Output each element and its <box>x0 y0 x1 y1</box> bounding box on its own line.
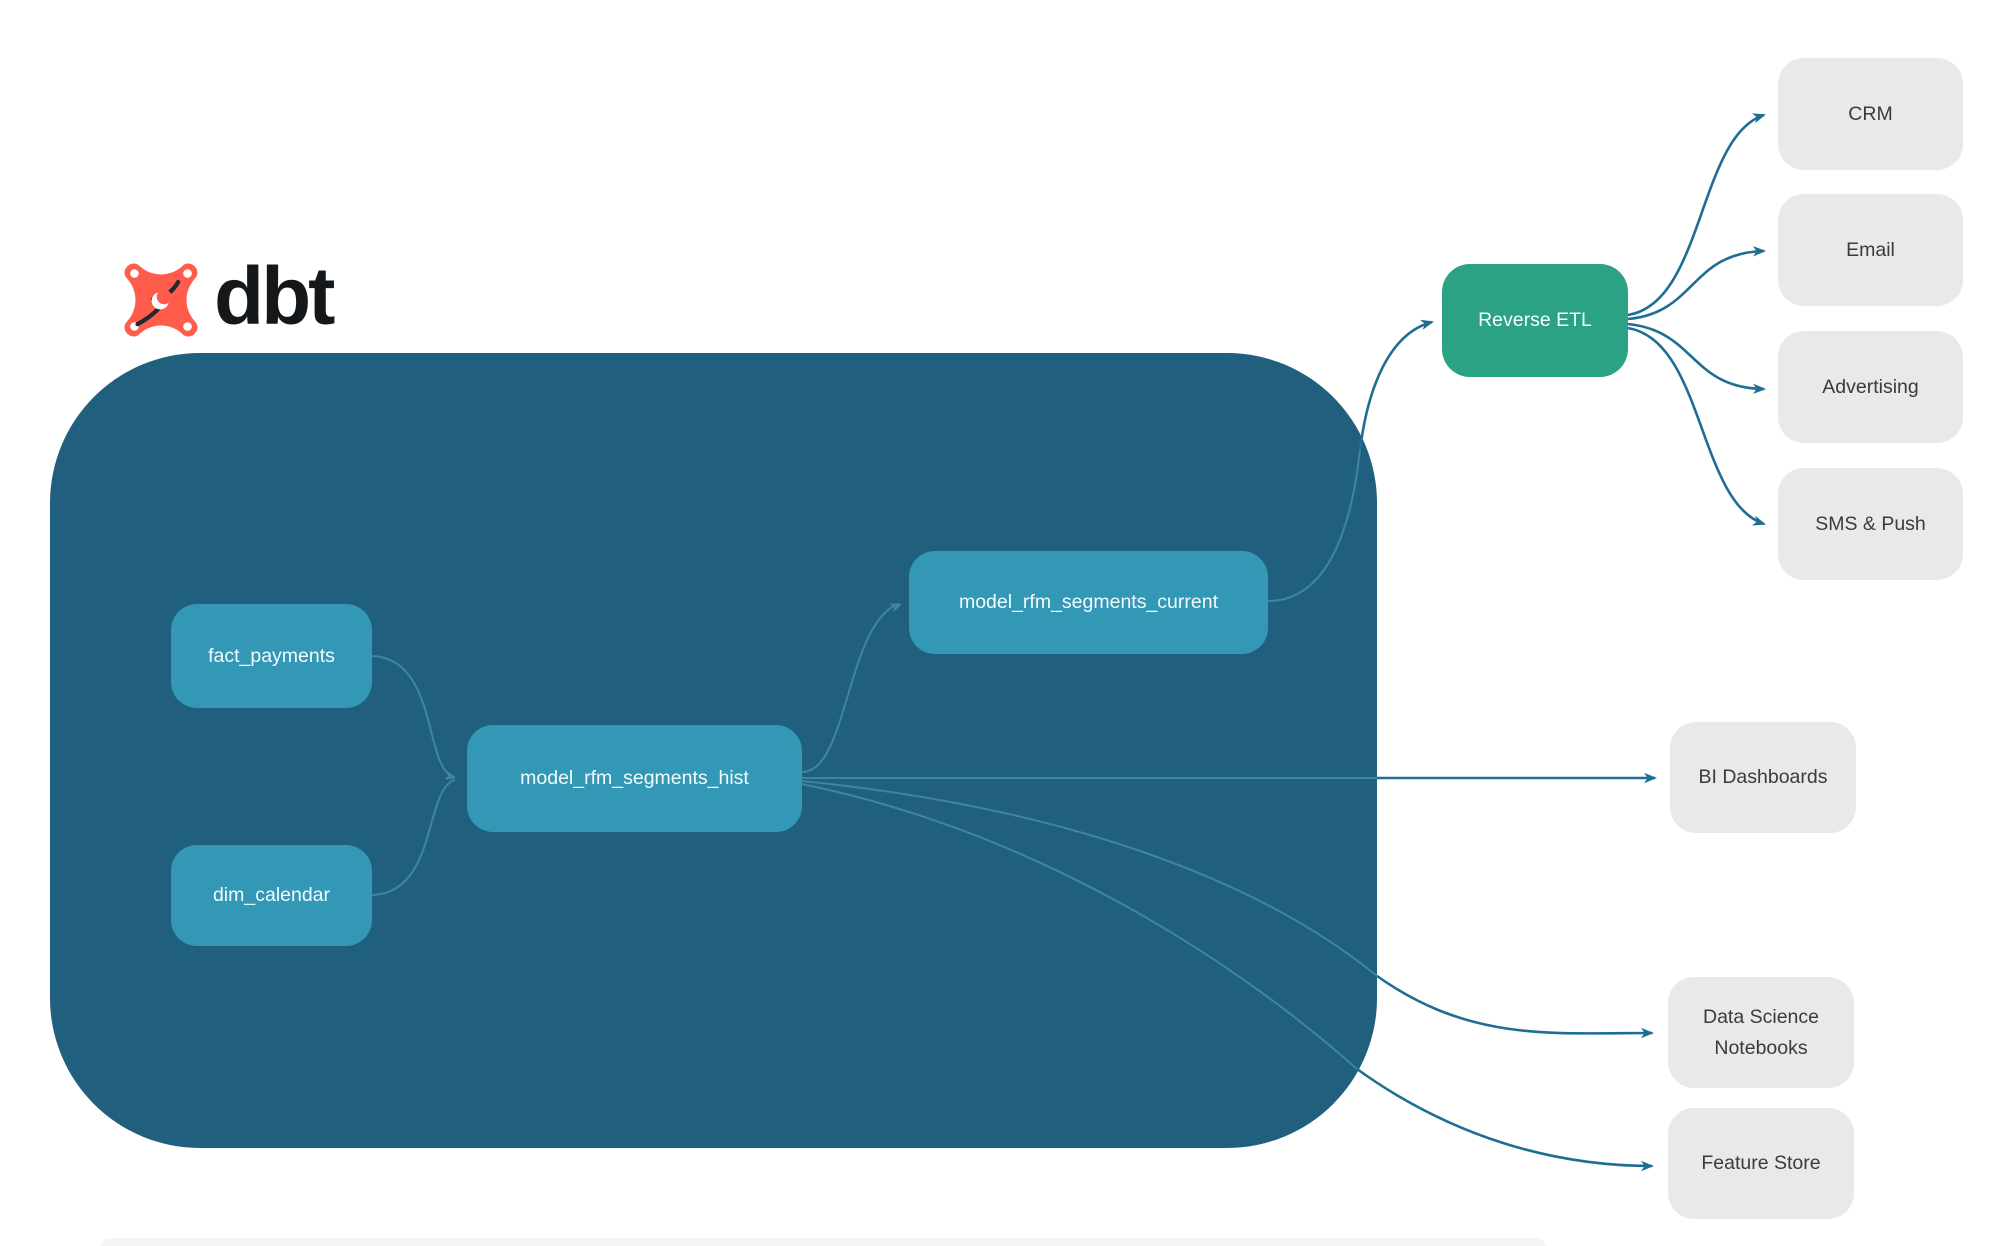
node-label: Data Science Notebooks <box>1703 1006 1819 1059</box>
node-label: model_rfm_segments_current <box>958 591 1219 613</box>
node-bi-dashboards: BI Dashboards <box>1670 722 1856 833</box>
node-label: Email <box>1846 238 1895 261</box>
node-feature-store: Feature Store <box>1668 1108 1854 1219</box>
edge-to-reverse-etl-outside <box>1358 319 1434 451</box>
node-label: Advertising <box>1822 375 1919 398</box>
node-label: CRM <box>1848 102 1893 125</box>
node-email: Email <box>1778 194 1963 306</box>
node-dim-calendar: dim_calendar <box>171 845 372 946</box>
node-label: dim_calendar <box>212 884 331 906</box>
node-data-science-notebooks: Data Science Notebooks <box>1668 977 1854 1088</box>
node-label: SMS & Push <box>1815 512 1926 535</box>
bottom-card-edge <box>100 1238 1546 1246</box>
dbt-star-icon <box>122 259 200 341</box>
node-model-rfm-segments-hist: model_rfm_segments_hist <box>467 725 802 832</box>
dbt-logo: dbt <box>122 251 335 344</box>
edge-to-feature-store-outside <box>1356 1067 1654 1172</box>
node-label: BI Dashboards <box>1698 766 1828 789</box>
node-sms-push: SMS & Push <box>1778 468 1963 580</box>
edge-reverse-etl-to-crm <box>1627 113 1766 317</box>
dbt-wordmark: dbt <box>214 251 335 342</box>
edge-reverse-etl-to-advertising <box>1627 322 1766 395</box>
node-model-rfm-segments-current: model_rfm_segments_current <box>909 551 1268 654</box>
node-fact-payments: fact_payments <box>171 604 372 708</box>
node-reverse-etl: Reverse ETL <box>1442 264 1628 377</box>
node-label: Reverse ETL <box>1478 309 1592 331</box>
node-advertising: Advertising <box>1778 331 1963 443</box>
node-label: fact_payments <box>208 644 335 667</box>
edge-reverse-etl-to-email <box>1627 246 1766 321</box>
node-crm: CRM <box>1778 58 1963 170</box>
node-label: model_rfm_segments_hist <box>520 767 749 789</box>
edge-to-ds-notebooks-outside <box>1376 974 1654 1039</box>
edge-reverse-etl-to-sms-push <box>1627 326 1766 526</box>
node-label: Feature Store <box>1701 1152 1821 1175</box>
